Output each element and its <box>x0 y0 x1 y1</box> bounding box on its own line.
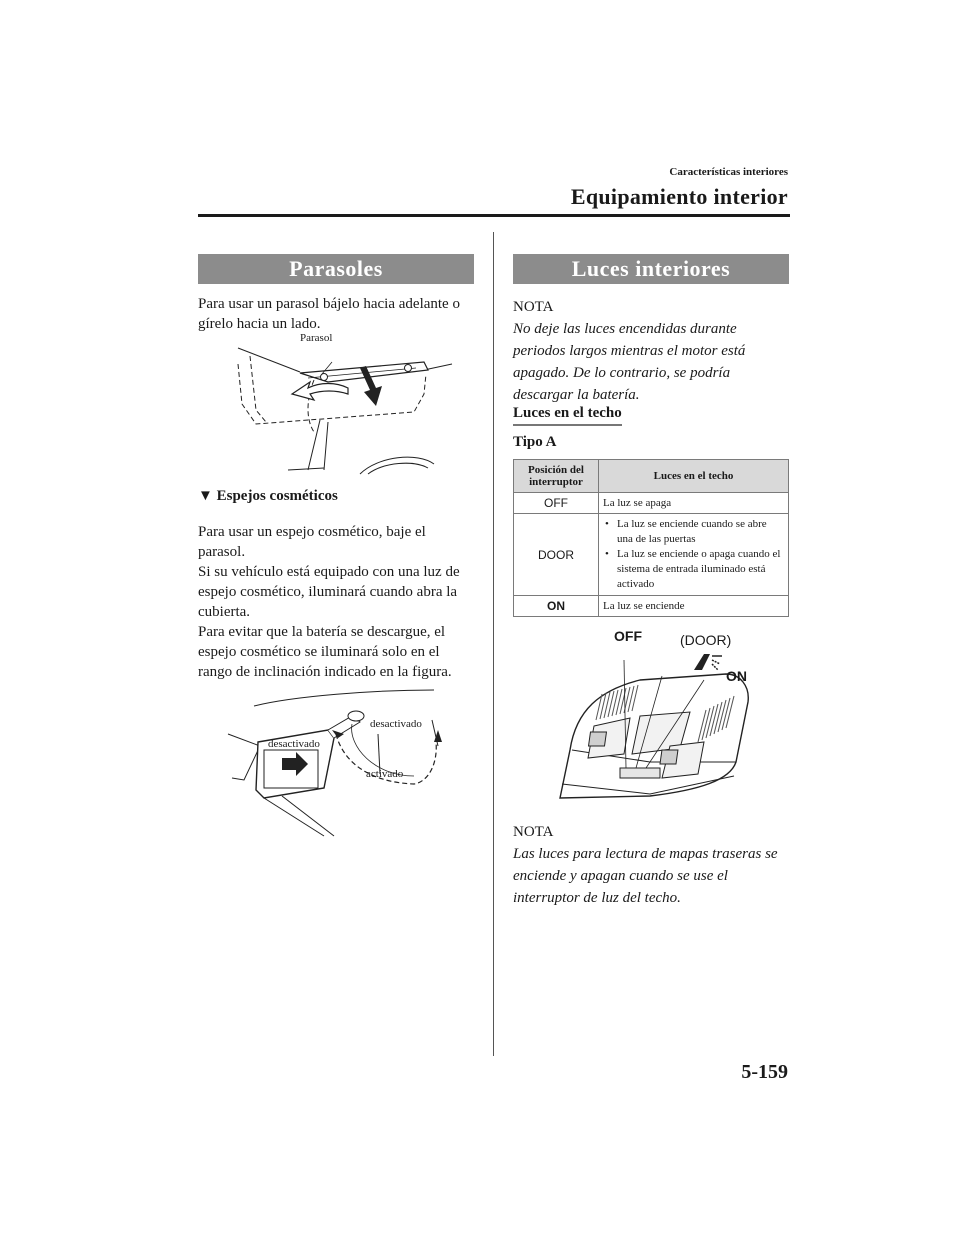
chapter-title: Características interiores <box>669 166 788 178</box>
table-row-desc: La luz se enciende cuando se abre una de… <box>598 513 789 596</box>
table-row: OFF La luz se apaga <box>513 492 789 514</box>
table-header-lights: Luces en el techo <box>598 459 789 493</box>
triangle-marker-icon: ▼ <box>198 488 213 504</box>
list-item: La luz se enciende o apaga cuando el sis… <box>605 547 784 592</box>
figure-label-off: OFF <box>614 628 642 644</box>
mirror-label-off-left: desactivado <box>268 738 320 750</box>
luces-title: Luces interiores <box>513 254 789 284</box>
table-row-position: OFF <box>513 492 599 514</box>
mirror-label-off-right: desactivado <box>370 718 422 730</box>
tipo-a-heading: Tipo A <box>513 434 557 450</box>
list-item: La luz se enciende cuando se abre una de… <box>605 517 784 547</box>
table-row-desc: La luz se apaga <box>598 492 789 514</box>
lights-table: Posición del interruptor Luces en el tec… <box>513 459 789 617</box>
mirror-label-on: activado <box>366 768 404 780</box>
nota-2-label: NOTA <box>513 824 554 840</box>
nota-1-label: NOTA <box>513 299 554 315</box>
page-number: 5-159 <box>741 1061 788 1083</box>
table-header-position: Posición del interruptor <box>513 459 599 493</box>
luces-techo-subheading-text: Luces en el techo <box>513 405 622 426</box>
column-divider <box>493 232 494 1056</box>
table-row: ON La luz se enciende <box>513 595 789 617</box>
header-rule <box>198 214 790 217</box>
parasol-label: Parasol <box>300 332 333 344</box>
figure-label-door: (DOOR) <box>680 632 732 648</box>
table-row-desc: La luz se enciende <box>598 595 789 617</box>
figure-label-on: ON <box>726 668 747 684</box>
espejos-paragraph: Para usar un espejo cosmético, baje el p… <box>198 524 460 680</box>
luces-techo-subheading: Luces en el techo <box>513 405 622 426</box>
table-row: DOOR La luz se enciende cuando se abre u… <box>513 513 789 596</box>
overhead-light-figure <box>559 659 749 799</box>
sunvisor-figure <box>237 347 453 475</box>
section-title: Equipamiento interior <box>570 184 788 209</box>
table-header-row: Posición del interruptor Luces en el tec… <box>513 459 789 493</box>
mirror-figure <box>227 689 442 837</box>
nota-2-text: Las luces para lectura de mapas traseras… <box>513 846 778 906</box>
table-row-position: DOOR <box>513 513 599 596</box>
espejos-subheading-text: Espejos cosméticos <box>216 488 338 504</box>
table-row-position: ON <box>513 595 599 617</box>
espejos-subheading: ▼ Espejos cosméticos <box>198 488 338 505</box>
parasoles-intro: Para usar un parasol bájelo hacia adelan… <box>198 296 460 332</box>
nota-1-text: No deje las luces encendidas durante per… <box>513 321 746 403</box>
parasoles-title: Parasoles <box>198 254 474 284</box>
door-light-icon <box>694 654 722 671</box>
